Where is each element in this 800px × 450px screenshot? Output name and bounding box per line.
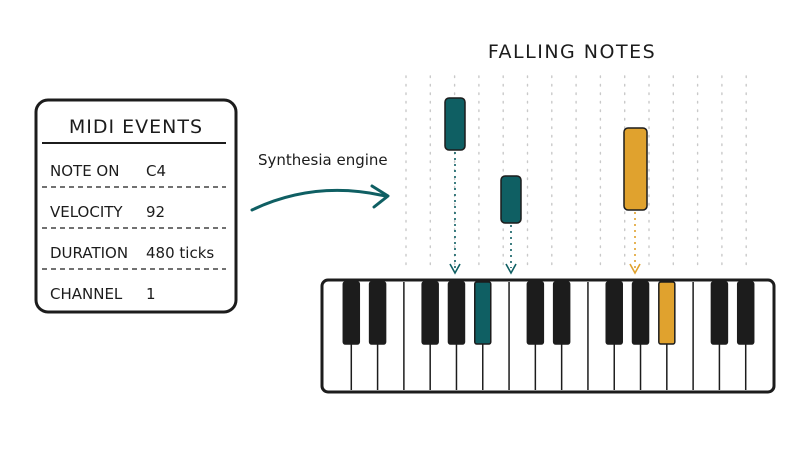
amber-note bbox=[623, 127, 648, 211]
keyboard-frame bbox=[320, 278, 776, 394]
black-key bbox=[421, 281, 439, 345]
black-key bbox=[710, 281, 729, 345]
engine-arrow-head bbox=[370, 184, 390, 209]
falling-notes-title: FALLING NOTES bbox=[488, 41, 656, 63]
midi-row-value: 480 ticks bbox=[146, 244, 214, 262]
black-key bbox=[605, 281, 623, 345]
midi-events-panel: MIDI EVENTS NOTE ON C4 VELOCITY 92 DURAT… bbox=[34, 98, 238, 314]
teal-note-2 bbox=[500, 175, 522, 224]
midi-row-key: NOTE ON bbox=[50, 162, 119, 180]
black-key bbox=[447, 281, 466, 345]
black-key bbox=[631, 281, 650, 345]
midi-panel-border bbox=[34, 98, 238, 314]
down-arrow-icon bbox=[629, 263, 641, 275]
black-key bbox=[342, 281, 361, 345]
down-arrow-icon bbox=[449, 263, 461, 275]
black-key bbox=[552, 281, 571, 345]
black-key bbox=[526, 281, 545, 345]
midi-row-key: DURATION bbox=[50, 244, 128, 262]
piano-keyboard bbox=[320, 278, 776, 394]
down-arrow-icon bbox=[505, 263, 517, 275]
black-key bbox=[368, 281, 387, 345]
black-key bbox=[736, 281, 755, 345]
black-key-highlighted bbox=[474, 281, 492, 345]
midi-row-value: 1 bbox=[146, 285, 156, 303]
engine-arrow-label: Synthesia engine bbox=[258, 151, 388, 169]
engine-arrow-shaft bbox=[250, 188, 387, 212]
teal-note-1 bbox=[444, 97, 466, 151]
midi-row-key: VELOCITY bbox=[50, 203, 123, 221]
black-keys bbox=[342, 281, 755, 345]
falling-notes bbox=[444, 97, 648, 275]
engine-arrow: Synthesia engine bbox=[250, 151, 390, 212]
midi-row-value: C4 bbox=[146, 162, 166, 180]
midi-panel-title: MIDI EVENTS bbox=[69, 116, 203, 138]
black-key-highlighted bbox=[658, 281, 676, 345]
midi-row-key: CHANNEL bbox=[50, 285, 123, 303]
midi-row-value: 92 bbox=[146, 203, 165, 221]
